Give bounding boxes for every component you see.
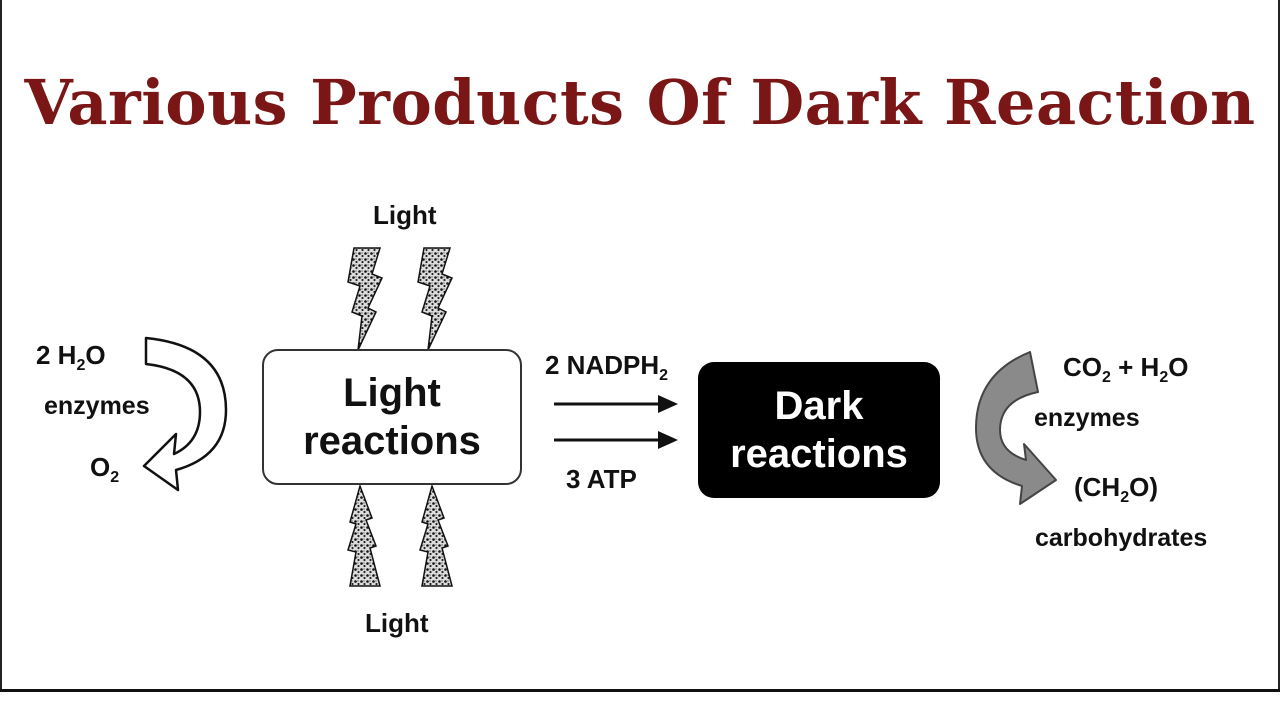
bottom-divider [0, 689, 1280, 692]
dark-reactions-line1: Dark [774, 384, 864, 428]
light-reactions-line2: reactions [303, 419, 481, 463]
lightning-bolt-top-left-icon [347, 247, 384, 351]
dark-reactions-box: Dark reactions [698, 362, 940, 498]
atp-label: 3 ATP [566, 464, 637, 494]
lightning-bolt-bottom-left-icon [347, 483, 381, 587]
carbohydrates-label: carbohydrates [1035, 524, 1208, 552]
light-reactions-line1: Light [343, 371, 441, 415]
transfer-arrows-icon [554, 395, 678, 449]
light-top-label: Light [373, 200, 437, 230]
right-enzymes-label: enzymes [1034, 404, 1140, 432]
water-label: 2 H2O [36, 340, 106, 375]
lightning-bolt-top-right-icon [417, 247, 454, 351]
left-enzymes-label: enzymes [44, 392, 150, 420]
lightning-bolt-bottom-right-icon [419, 483, 453, 587]
dark-reactions-line2: reactions [730, 432, 908, 476]
light-bottom-label: Light [365, 608, 429, 638]
frame-left-border [0, 0, 2, 690]
frame-right-border [1278, 0, 1280, 690]
page-title: Various Products Of Dark Reaction [24, 66, 1256, 139]
co2-h2o-label: CO2 + H2O [1063, 352, 1189, 387]
oxygen-label: O2 [90, 452, 120, 487]
left-curved-arrow-icon [142, 336, 228, 492]
ch2o-label: (CH2O) [1074, 472, 1159, 507]
right-curved-arrow-icon [975, 351, 1057, 505]
light-reactions-box: Light reactions [262, 349, 522, 485]
nadph-label: 2 NADPH2 [545, 350, 669, 385]
